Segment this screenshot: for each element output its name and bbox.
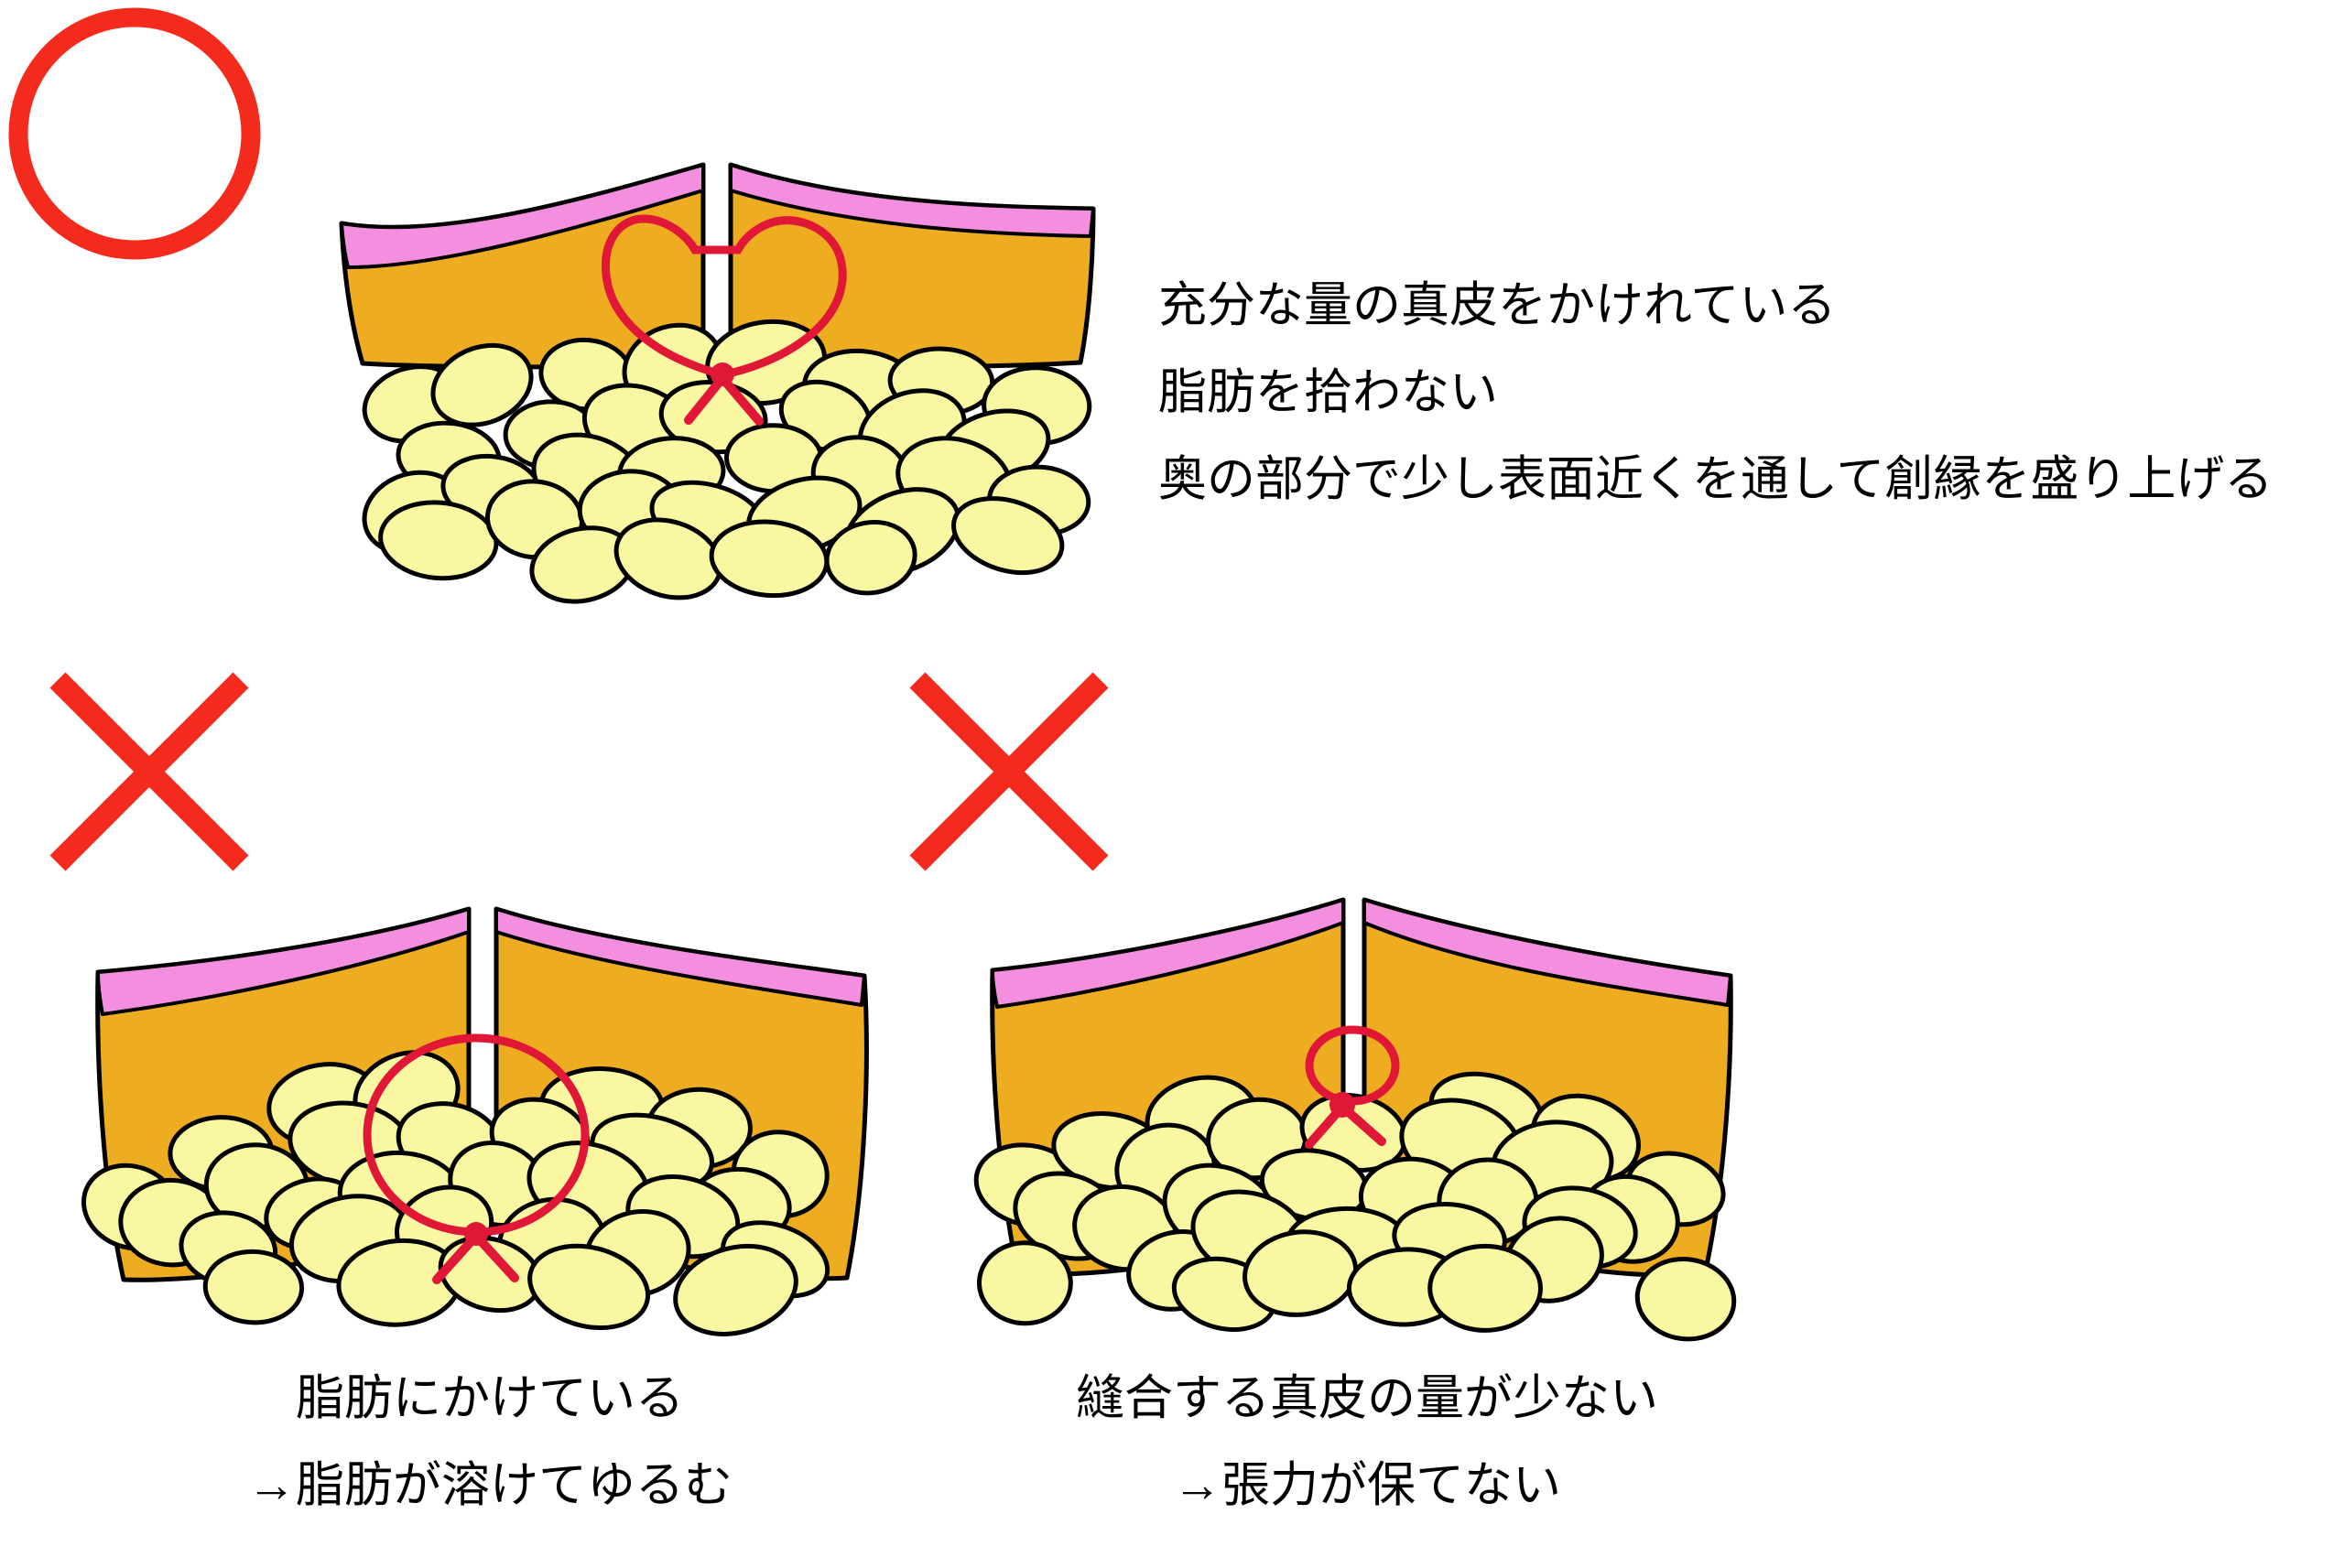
fat-cell: [673, 1243, 798, 1336]
fat-cell: [430, 342, 534, 427]
caption-wrong-fat: 脂肪にかけている →脂肪が溶けてゆるむ: [247, 1371, 732, 1512]
fat-cell: [977, 1240, 1073, 1326]
epidermis-layer-right: [1362, 898, 1732, 1007]
epidermis-layer-right: [494, 907, 866, 1007]
epidermis-layer-left: [96, 907, 471, 1016]
suture-loop: [602, 214, 847, 379]
caption-correct: 充分な量の真皮をかけれている 脂肪を拾わない 奥の部分で少し表面近くを通して創縁…: [1158, 278, 2273, 506]
epidermis-layer-left: [991, 898, 1345, 1009]
fat-cell: [202, 1249, 305, 1325]
caption-line: →脂肪が溶けてゆるむ: [247, 1458, 732, 1512]
fat-cell: [1634, 1257, 1737, 1342]
fat-cell: [824, 519, 917, 596]
fat-layer: [362, 319, 1092, 604]
skin-diagram-wrong-fat: [81, 906, 869, 1336]
caption-line: 充分な量の真皮をかけれている: [1158, 278, 1836, 332]
caption-line: 奥の部分で少し表面近くを通して創縁を盛り上げる: [1158, 452, 2273, 506]
suture-correct: [602, 214, 847, 426]
fat-cell: [951, 496, 1065, 576]
suture-tails: [684, 373, 764, 426]
fat-cell: [378, 500, 499, 581]
fat-layer: [81, 1050, 830, 1336]
fat-cell: [1243, 1229, 1359, 1317]
fat-layer: [973, 1071, 1737, 1342]
correct-example: 充分な量の真皮をかけれている 脂肪を拾わない 奥の部分で少し表面近くを通して創縁…: [8, 7, 2273, 604]
fat-cell: [527, 1243, 651, 1331]
caption-line: →張力が保てない: [1173, 1458, 1561, 1512]
skin-diagram-wrong-small-bite: [973, 897, 1737, 1342]
red-circle-icon: [8, 7, 261, 260]
suture-wrong-small-bite: [1305, 1025, 1400, 1149]
caption-line: 脂肪を拾わない: [1158, 365, 1498, 419]
wrong-fat-example: 脂肪にかけている →脂肪が溶けてゆるむ: [49, 672, 869, 1512]
epidermis-layer-left: [340, 163, 705, 269]
suture-knot: [711, 362, 734, 386]
fat-cell: [1427, 1243, 1543, 1333]
skin-diagram-correct: [339, 162, 1096, 604]
red-x-icon: [909, 672, 1109, 871]
suture-wrong-fat: [363, 1033, 590, 1284]
suture-knot: [1329, 1092, 1355, 1118]
caption-wrong-small-bite: 縫合する真皮の量が少ない →張力が保てない: [1076, 1371, 1658, 1512]
caption-line: 脂肪にかけている: [296, 1371, 684, 1425]
red-x-icon: [49, 672, 249, 871]
wrong-small-bite-example: 縫合する真皮の量が少ない →張力が保てない: [909, 672, 1737, 1512]
epidermis-layer-right: [729, 163, 1095, 238]
suture-knot: [464, 1222, 488, 1246]
caption-line: 縫合する真皮の量が少ない: [1076, 1371, 1658, 1425]
